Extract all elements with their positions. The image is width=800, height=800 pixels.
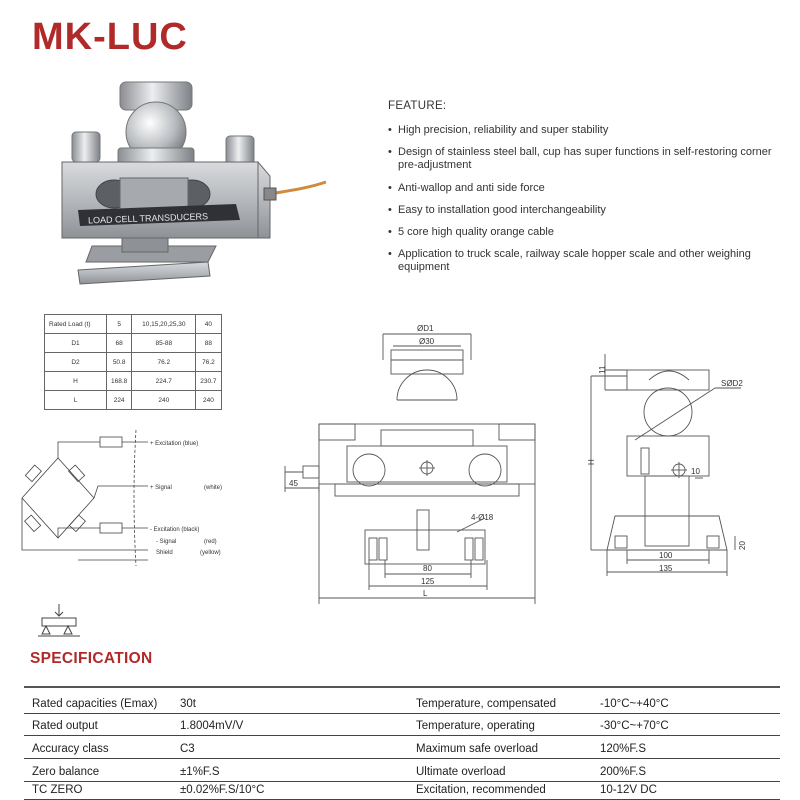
table-row: L 224 240 240 [44,390,222,410]
spec-value: ±0.02%F.S/10°C [180,784,265,796]
table-cell: 50.8 [105,352,133,372]
spec-label: Temperature, operating [416,720,535,732]
wire-signal-plus-color: (white) [204,485,222,491]
spec-label: TC ZERO [32,784,83,796]
spec-label: Excitation, recommended [416,784,546,796]
wire-signal-minus: - Signal [156,539,176,545]
table-cell: 230.7 [195,371,222,391]
table-row: D1 68 85-88 88 [44,333,222,353]
spec-value: ±1%F.S [180,766,220,778]
table-cell: D1 [44,333,107,353]
table-row: D2 50.8 76.2 76.2 [44,352,222,372]
product-title: MK-LUC [32,16,188,58]
table-cell: 240 [195,390,222,410]
spec-label: Rated capacities (Emax) [32,698,158,710]
dim-11: 11 [598,365,607,374]
spec-value: 1.8004mV/V [180,720,244,732]
feature-item: 5 core high quality orange cable [388,226,778,239]
table-cell: 224 [105,390,133,410]
wire-signal-plus: + Signal [150,485,172,491]
spec-label: Rated output [32,720,98,732]
table-cell: 88 [195,333,222,353]
dim-10: 10 [691,467,700,476]
table-cell: 85-88 [131,333,197,353]
specification-divider [24,686,780,688]
spec-label: Zero balance [32,766,100,778]
dim-cable-45: 45 [289,479,298,488]
spec-row: Accuracy class C3 Maximum safe overload … [24,737,780,759]
spec-row: Rated capacities (Emax) 30t Temperature,… [24,692,780,714]
dim-d1: ØD1 [417,324,434,333]
dim-125: 125 [421,577,435,586]
wiring-diagram: + Excitation (blue) + Signal (white) - E… [21,429,222,567]
wire-shield: Shield [156,550,173,556]
table-cell: Rated Load (t) [44,314,107,334]
table-cell: 68 [105,333,133,353]
spec-label: Temperature, compensated [416,698,556,710]
spec-value: 10-12V DC [600,784,657,796]
table-cell: 240 [131,390,197,410]
spec-value: C3 [180,743,195,755]
wire-excitation-blue: + Excitation (blue) [150,441,198,447]
spec-row: TC ZERO ±0.02%F.S/10°C Excitation, recom… [24,778,780,800]
rated-load-table: Rated Load (t) 5 10,15,20,25,30 40 D1 68… [44,314,222,410]
dim-d30: Ø30 [419,337,435,346]
table-cell: 168.8 [105,371,133,391]
dim-sr: SØD2 [721,379,743,388]
spec-value: 120%F.S [600,743,647,755]
feature-item: Easy to installation good interchangeabi… [388,204,778,217]
feature-list: High precision, reliability and super st… [388,124,778,275]
table-cell: 5 [105,314,133,334]
dim-holes: 4-Ø18 [471,513,494,522]
wire-signal-minus-color: (red) [204,539,217,545]
table-cell: 224.7 [131,371,197,391]
spec-value: -10°C~+40°C [600,698,669,710]
mounting-icon [38,604,80,637]
table-cell: 76.2 [195,352,222,372]
dim-100: 100 [659,551,673,560]
photo-band-text: LOAD CELL TRANSDUCERS [88,211,208,225]
dim-h: H [587,459,596,465]
table-cell: D2 [44,352,107,372]
spec-row: Rated output 1.8004mV/V Temperature, ope… [24,714,780,736]
side-view-drawing: 11 SØD2 H 10 20 100 135 [587,354,747,576]
feature-item: Anti-wallop and anti side force [388,182,778,195]
feature-item: Application to truck scale, railway scal… [388,248,778,274]
table-cell: 40 [195,314,222,334]
spec-value: 30t [180,698,196,710]
dim-80: 80 [423,564,432,573]
specification-title: SPECIFICATION [30,650,153,667]
feature-item: Design of stainless steel ball, cup has … [388,146,778,172]
wire-excitation-black: - Excitation (black) [150,527,199,533]
feature-section: FEATURE: High precision, reliability and… [388,100,778,284]
table-cell: L [44,390,107,410]
table-row: Rated Load (t) 5 10,15,20,25,30 40 [44,314,222,334]
front-view-drawing: ØD1 Ø30 45 4-Ø18 80 125 L [284,324,536,604]
table-cell: 10,15,20,25,30 [131,314,197,334]
table-cell: 76.2 [131,352,197,372]
dim-135: 135 [659,564,673,573]
table-cell: H [44,371,107,391]
wire-shield-color: (yellow) [200,550,221,556]
spec-label: Maximum safe overload [416,743,539,755]
table-row: H 168.8 224.7 230.7 [44,371,222,391]
spec-value: 200%F.S [600,766,647,778]
load-cell-photo: LOAD CELL TRANSDUCERS [61,81,327,285]
dim-l: L [423,589,428,598]
feature-item: High precision, reliability and super st… [388,124,778,137]
feature-heading: FEATURE: [388,100,447,112]
spec-label: Ultimate overload [416,766,506,778]
dim-20: 20 [738,541,747,550]
spec-row: Zero balance ±1%F.S Ultimate overload 20… [24,760,780,782]
spec-value: -30°C~+70°C [600,720,669,732]
spec-label: Accuracy class [32,743,109,755]
